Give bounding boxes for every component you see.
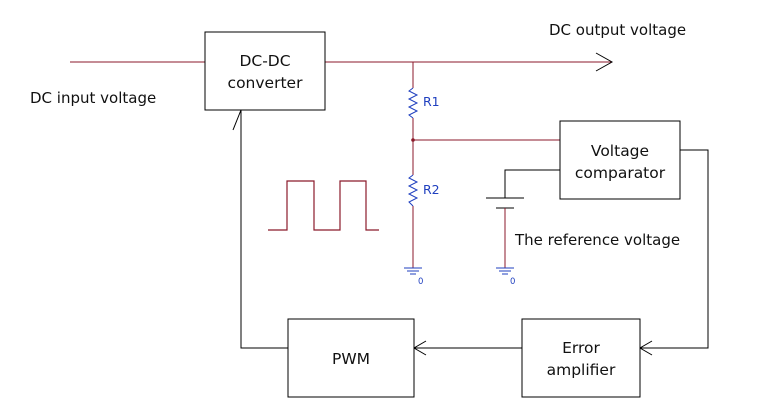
dc-output-label: DC output voltage: [549, 21, 686, 39]
pwm-label: PWM: [332, 350, 370, 368]
ground-left-label: 0: [418, 277, 423, 287]
pwm-to-converter-wire: [240, 110, 288, 349]
voltage-comparator-block: [559, 120, 681, 200]
reference-wire: [504, 169, 560, 198]
ground-left-icon: [404, 267, 422, 275]
output-arrow-icon: [595, 52, 614, 72]
error-amplifier-block: [521, 318, 641, 398]
comparator-to-amp-wire: [640, 149, 709, 349]
converter-label-2: converter: [228, 74, 304, 92]
dc-input-label: DC input voltage: [30, 89, 156, 107]
pwm-waveform-icon: [268, 180, 379, 231]
converter-label-1: DC-DC: [239, 52, 290, 70]
error-amp-label-1: Error: [562, 339, 600, 357]
ground-right-icon: [496, 267, 514, 275]
comparator-label-2: comparator: [575, 164, 666, 182]
r2-label: R2: [423, 182, 440, 197]
ground-right-label: 0: [510, 277, 515, 287]
resistor-r1: [407, 87, 419, 119]
converter-input-arrow-icon: [232, 109, 242, 131]
pwm-block: [287, 318, 415, 398]
comparator-label-1: Voltage: [591, 142, 649, 160]
resistor-r2: [407, 174, 419, 207]
error-amp-label-2: amplifier: [547, 361, 616, 379]
r1-label: R1: [423, 94, 440, 109]
dc-dc-converter-block: [204, 31, 326, 111]
reference-voltage-label: The reference voltage: [514, 231, 680, 249]
reference-battery-icon: [486, 197, 524, 209]
